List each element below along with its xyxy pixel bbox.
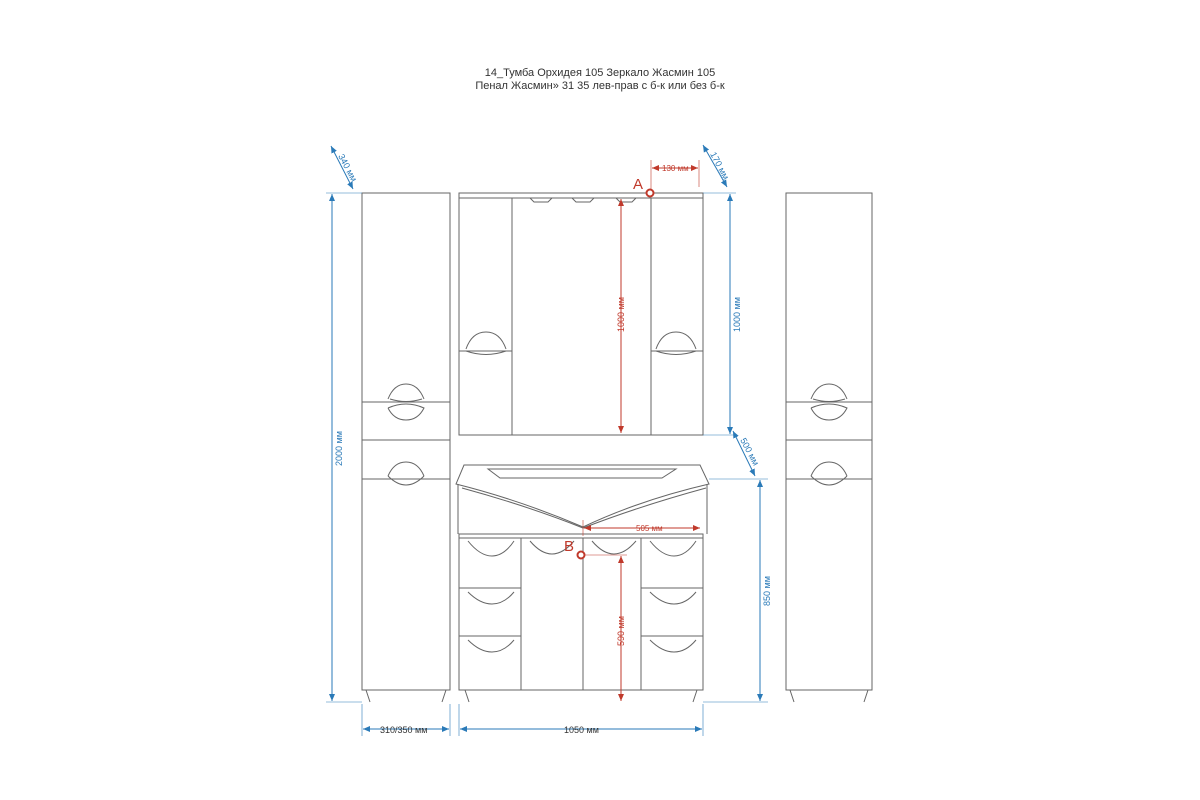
mirror-right-handle bbox=[655, 331, 697, 355]
mirror-left-handle bbox=[465, 331, 507, 355]
right-pencil-handle-lower bbox=[810, 461, 848, 486]
blue-dimensions bbox=[326, 144, 768, 736]
vanity-handles bbox=[467, 540, 697, 653]
red-dimensions bbox=[582, 160, 700, 701]
drawing-title-line1: 14_Тумба Орхидея 105 Зеркало Жасмин 105 bbox=[484, 67, 716, 79]
dim-pencil-height: 2000 мм bbox=[334, 431, 344, 466]
point-a-marker bbox=[645, 188, 655, 198]
dim-mirror-height-red: 1000 мм bbox=[616, 297, 626, 332]
left-pencil-handle-lower bbox=[387, 461, 425, 486]
sink bbox=[455, 464, 710, 534]
right-pencil-case bbox=[785, 192, 873, 703]
dim-floor-to-b: 590 мм bbox=[616, 616, 626, 646]
dim-vanity-height: 850 мм bbox=[762, 576, 772, 606]
left-pencil-handle-middle bbox=[387, 403, 425, 421]
mirror-cabinet bbox=[458, 192, 704, 436]
right-pencil-handle-middle bbox=[810, 403, 848, 421]
point-a-label: A bbox=[633, 176, 643, 193]
dim-pencil-width: 310/350 мм bbox=[380, 725, 427, 735]
dim-mirror-depth: 170 мм bbox=[708, 150, 731, 181]
right-pencil-handle-upper bbox=[810, 383, 848, 402]
vanity bbox=[458, 533, 704, 703]
drawing-title-line2: Пенал Жасмин» 31 35 лев-прав с б-к или б… bbox=[475, 80, 725, 92]
dim-vanity-width: 1050 мм bbox=[564, 725, 599, 735]
dim-sink-offset: 505 мм bbox=[636, 524, 663, 533]
point-b-label: B bbox=[564, 538, 574, 555]
dim-mirror-offset: 130 мм bbox=[662, 164, 689, 173]
dim-gap: 500 мм bbox=[738, 436, 761, 467]
left-pencil-handle-upper bbox=[387, 383, 425, 402]
point-b-marker bbox=[576, 550, 586, 560]
dim-mirror-height-blue: 1000 мм bbox=[732, 297, 742, 332]
left-pencil-case bbox=[361, 192, 451, 703]
